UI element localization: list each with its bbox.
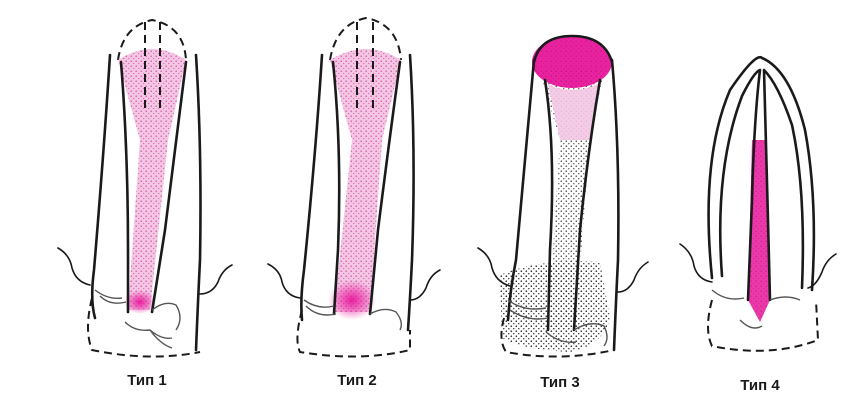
type2-outer-wall-right: [408, 55, 414, 330]
type4-label: Тип 4: [740, 377, 780, 394]
cervix-type-3: Тип 3: [478, 36, 648, 391]
type2-vaginal-fold-right: [410, 270, 440, 300]
type3-vaginal-fold-right: [618, 262, 648, 292]
cervix-type-1: Тип 1: [58, 20, 232, 389]
type2-vaginal-fold-left: [268, 264, 300, 298]
type1-vaginal-fold-left: [58, 248, 90, 285]
cervix-type-4: Тип 4: [680, 57, 836, 394]
type2-label: Тип 2: [337, 372, 376, 389]
type2-outer-wall-left: [301, 55, 322, 320]
type1-inner-wall-left: [121, 62, 128, 312]
type1-label: Тип 1: [127, 372, 166, 389]
type4-vaginal-fold-left: [680, 244, 712, 282]
type1-outer-wall-right: [196, 55, 201, 350]
type1-vaginal-fold-right: [200, 265, 232, 294]
type1-outer-wall-left: [92, 55, 110, 318]
cervix-type-2: Тип 2: [268, 18, 440, 389]
type3-label: Тип 3: [540, 374, 579, 391]
type3-outer-wall-right: [612, 60, 618, 350]
